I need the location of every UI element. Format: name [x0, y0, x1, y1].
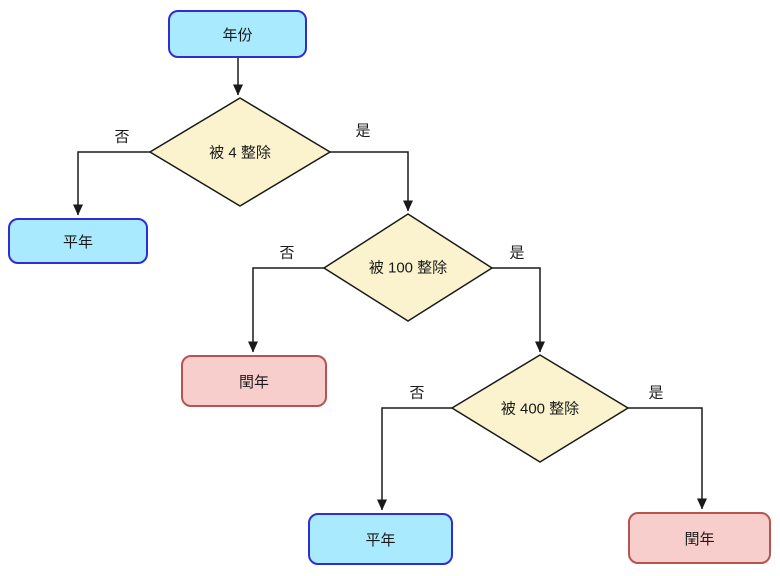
decision-divisible-by-400-shape — [450, 354, 630, 463]
edge-label-no-divisible-by-4: 否 — [114, 128, 130, 146]
node-year: 年份 — [168, 10, 307, 58]
decision-divisible-by-4-shape — [148, 97, 332, 207]
connector-div400-yes-to-leap-bottom — [628, 407, 707, 510]
decision-divisible-by-100-label: 被 100 整除 — [368, 259, 448, 277]
edge-label-yes-divisible-by-4: 是 — [355, 122, 371, 140]
connector-div100-yes-to-div400 — [492, 267, 545, 353]
edge-label-no-divisible-by-100: 否 — [279, 244, 295, 262]
node-leap-year-middle: 閏年 — [181, 355, 327, 407]
connector-div100-no-to-leap-middle — [248, 267, 324, 353]
connector-div400-no-to-common-bottom — [377, 407, 452, 511]
node-common-year-left: 平年 — [8, 218, 148, 264]
decision-divisible-by-100-shape — [322, 213, 494, 322]
decision-divisible-by-4-label: 被 4 整除 — [209, 144, 271, 162]
connector-div4-no-to-common-left — [73, 151, 150, 216]
connector-div4-yes-to-div100 — [330, 151, 413, 212]
edge-label-yes-divisible-by-100: 是 — [509, 244, 525, 262]
node-common-year-bottom: 平年 — [308, 513, 453, 565]
edge-label-yes-divisible-by-400: 是 — [648, 384, 664, 402]
decision-divisible-by-400-label: 被 400 整除 — [500, 400, 580, 418]
edge-label-no-divisible-by-400: 否 — [409, 384, 425, 402]
node-leap-year-bottom: 閏年 — [628, 512, 771, 564]
